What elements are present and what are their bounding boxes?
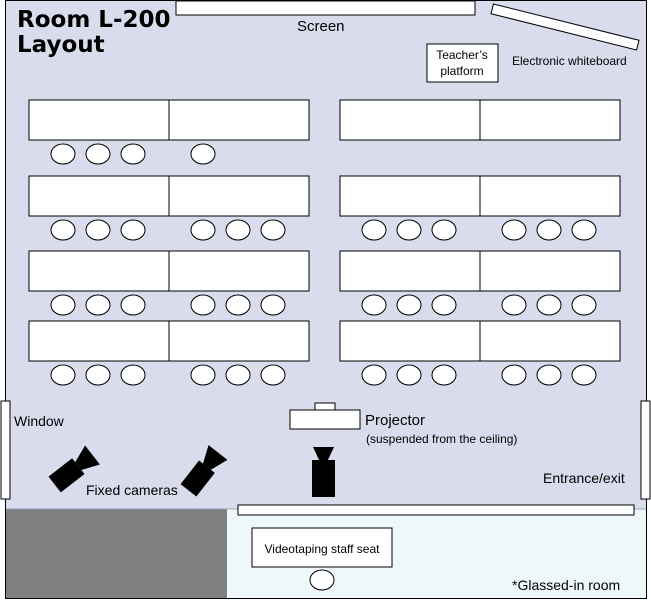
desk-row-2-table-2	[168, 175, 310, 217]
desk-row-1-table-1	[28, 99, 170, 141]
entrance-exit-door	[640, 400, 651, 500]
seat-row-3-table-1-1	[50, 294, 76, 316]
seat-row-3-table-1-3	[120, 294, 146, 316]
desk-row-2-table-3	[339, 175, 481, 217]
screen	[175, 0, 476, 16]
projector-note: (suspended from the ceiling)	[366, 432, 517, 446]
seat-row-2-table-1-3	[120, 219, 146, 241]
screen-label: Screen	[297, 18, 345, 35]
desk-row-1-table-3	[339, 99, 481, 141]
seat-row-3-table-4-2	[536, 294, 562, 316]
dark-storage-area	[6, 509, 227, 598]
electronic-whiteboard	[490, 3, 640, 51]
teachers-platform-label-line-2: platform	[440, 64, 483, 78]
desk-row-2-table-4	[479, 175, 621, 217]
seat-row-4-table-2-3	[260, 364, 286, 386]
seat-row-3-table-2-3	[260, 294, 286, 316]
desk-group	[28, 99, 621, 362]
desk-row-3-table-3	[339, 250, 481, 292]
seat-row-3-table-3-3	[431, 294, 457, 316]
seat-row-1-table-1-1	[50, 143, 76, 165]
electronic-whiteboard-label: Electronic whiteboard	[512, 54, 627, 68]
desk-row-3-table-4	[479, 250, 621, 292]
desk-row-1-table-2	[168, 99, 310, 141]
seat-row-4-table-1-3	[120, 364, 146, 386]
seat-row-1-table-1-2	[85, 143, 111, 165]
seat-row-4-table-4-2	[536, 364, 562, 386]
window-frame	[0, 400, 11, 500]
seat-group	[50, 143, 597, 386]
projector	[289, 409, 361, 430]
video-camera-icon	[312, 447, 335, 497]
teachers-platform-label-line-1: Teacher’s	[436, 48, 488, 62]
seat-row-3-table-4-1	[501, 294, 527, 316]
desk-row-3-table-2	[168, 250, 310, 292]
room-title-line-2: Layout	[17, 32, 105, 58]
fixed-camera-left-icon	[48, 445, 100, 493]
glassed-in-room-note: *Glassed-in room	[512, 577, 620, 593]
desk-row-1-table-4	[479, 99, 621, 141]
entrance-exit-label: Entrance/exit	[543, 470, 625, 486]
desk-row-4-table-2	[168, 320, 310, 362]
projector-label: Projector	[365, 412, 425, 429]
room-title-line-1: Room L-200	[17, 7, 171, 33]
seat-row-3-table-2-1	[190, 294, 216, 316]
teachers-platform	[426, 43, 499, 83]
desk-row-4-table-1	[28, 320, 170, 362]
videotaping-staff-seat-label: Videotaping staff seat	[265, 542, 381, 556]
seat-row-2-table-2-2	[225, 219, 251, 241]
seat-row-2-table-2-1	[190, 219, 216, 241]
seat-row-2-table-3-1	[361, 219, 387, 241]
seat-row-3-table-3-1	[361, 294, 387, 316]
seat-row-2-table-3-2	[396, 219, 422, 241]
desk-row-4-table-4	[479, 320, 621, 362]
seat-row-3-table-1-2	[85, 294, 111, 316]
seat-row-2-table-4-3	[571, 219, 597, 241]
videotaping-staff-desk	[251, 527, 393, 568]
seat-row-4-table-1-1	[50, 364, 76, 386]
seat-row-3-table-3-2	[396, 294, 422, 316]
fixed-camera-right-icon	[180, 445, 228, 497]
seat-row-4-table-3-1	[361, 364, 387, 386]
seat-row-4-table-4-1	[501, 364, 527, 386]
seat-row-2-table-3-3	[431, 219, 457, 241]
seat-row-2-table-4-2	[536, 219, 562, 241]
seat-row-2-table-1-1	[50, 219, 76, 241]
seat-row-1-table-1-3	[120, 143, 146, 165]
seat-row-3-table-4-3	[571, 294, 597, 316]
desk-row-2-table-1	[28, 175, 170, 217]
desk-row-4-table-3	[339, 320, 481, 362]
seat-row-2-table-4-1	[501, 219, 527, 241]
seat-row-4-table-3-3	[431, 364, 457, 386]
seat-row-4-table-3-2	[396, 364, 422, 386]
videotaping-staff-seat	[309, 569, 335, 591]
seat-row-4-table-4-3	[571, 364, 597, 386]
fixed-cameras-label: Fixed cameras	[86, 482, 178, 498]
window-label: Window	[14, 413, 65, 429]
seat-row-4-table-2-2	[225, 364, 251, 386]
seat-row-4-table-1-2	[85, 364, 111, 386]
seat-row-2-table-2-3	[260, 219, 286, 241]
seat-row-2-table-1-2	[85, 219, 111, 241]
glassed-room-counter	[237, 504, 635, 516]
seat-row-1-table-2-1	[190, 143, 216, 165]
seat-row-4-table-2-1	[190, 364, 216, 386]
seat-row-3-table-2-2	[225, 294, 251, 316]
desk-row-3-table-1	[28, 250, 170, 292]
